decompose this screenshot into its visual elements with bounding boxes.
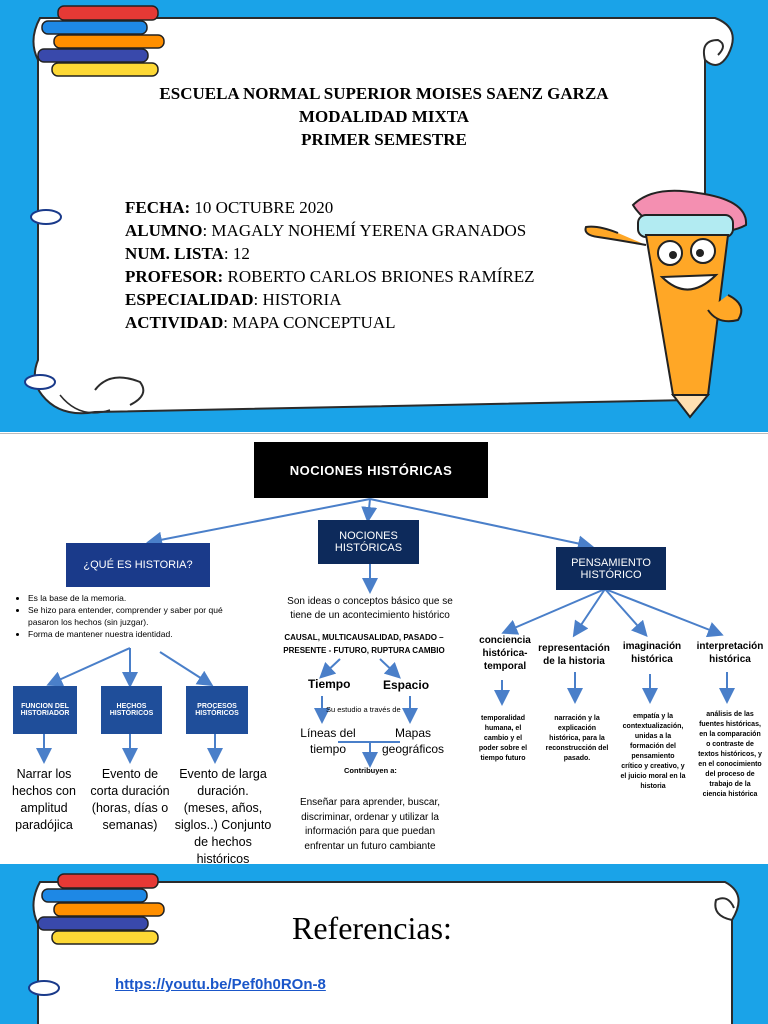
hechos-desc: Evento de corta duración (horas, días o … <box>90 767 170 832</box>
field-profesor: PROFESOR: ROBERTO CARLOS BRIONES RAMÍREZ <box>125 267 535 286</box>
node-que-es-historia: ¿QUÉ ES HISTORIA? <box>66 543 210 587</box>
nociones-desc: Son ideas o conceptos básico que se tien… <box>287 596 453 621</box>
references-slide: Referencias: https://youtu.be/Pef0h0ROn-… <box>0 864 768 1024</box>
books-icon <box>37 5 165 77</box>
node-nociones-historicas: NOCIONES HISTÓRICAS <box>318 520 419 564</box>
conciencia-desc: temporalidad humana, el cambio y el pode… <box>478 715 528 762</box>
bullet-item: Forma de mantener nuestra identidad. <box>28 628 254 640</box>
funcion-desc: Narrar los hechos con amplitud paradójic… <box>12 767 76 832</box>
reference-link[interactable]: https://youtu.be/Pef0h0ROn-8 <box>115 976 326 993</box>
study-through: Su estudio a través de <box>326 705 401 714</box>
procesos-desc: Evento de larga duración. (meses, años, … <box>174 767 272 864</box>
field-especialidad: ESPECIALIDAD: HISTORIA <box>125 290 342 309</box>
field-fecha: FECHA: 10 OCTUBRE 2020 <box>125 198 334 217</box>
tiempo-label: Tiempo <box>308 677 351 691</box>
modality: MODALIDAD MIXTA <box>298 107 470 126</box>
oval-icon <box>30 209 62 225</box>
mapas-geograficos: Mapas geográficos <box>381 726 445 756</box>
map-title: NOCIONES HISTÓRICAS <box>254 442 488 498</box>
scroll-paper <box>32 881 740 1024</box>
node-procesos-historicos: PROCESOS HISTÓRICOS <box>186 686 248 734</box>
node-hechos-historicos: HECHOS HISTÓRICOS <box>101 686 162 734</box>
map-connectors <box>36 498 735 768</box>
bullet-item: Es la base de la memoria. <box>28 592 254 604</box>
imaginacion-label: imaginación histórica <box>622 641 682 665</box>
node-funcion-historiador: FUNCION DEL HISTORIADOR <box>13 686 77 734</box>
concept-map-slide: NOCIONES HISTÓRICAS NOCIONES HISTÓRICAS … <box>0 433 768 864</box>
conciencia-historica-label: conciencia histórica-temporal <box>479 635 531 672</box>
semester: PRIMER SEMESTRE <box>301 130 467 149</box>
interpretacion-label: interpretación histórica <box>696 641 764 665</box>
oval-icon <box>24 374 56 390</box>
historia-bullets: Es la base de la memoria. Se hizo para e… <box>6 592 254 640</box>
books-icon <box>37 873 165 945</box>
nociones-types: CAUSAL, MULTICAUSALIDAD, PASADO – PRESEN… <box>283 633 445 655</box>
contribute-text: Enseñar para aprender, buscar, discrimin… <box>299 797 441 852</box>
cover-slide: ESCUELA NORMAL SUPERIOR MOISES SAENZ GAR… <box>0 0 768 432</box>
field-num-lista: NUM. LISTA: 12 <box>125 244 250 263</box>
contribuyen-label: Contribuyen a: <box>344 766 397 775</box>
interpretacion-desc: análisis de las fuentes históricas, en l… <box>698 711 762 798</box>
espacio-label: Espacio <box>383 678 430 692</box>
field-alumno: ALUMNO: MAGALY NOHEMÍ YERENA GRANADOS <box>125 221 527 240</box>
oval-icon <box>28 980 60 996</box>
node-pensamiento-historico: PENSAMIENTO HISTÓRICO <box>556 547 666 590</box>
representacion-desc: narración y la explicación histórica, pa… <box>545 715 609 762</box>
field-actividad: ACTIVIDAD: MAPA CONCEPTUAL <box>125 313 396 332</box>
references-title: Referencias: <box>292 910 452 946</box>
imaginacion-desc: empatía y la contextualización, unidas a… <box>620 713 686 790</box>
school-name: ESCUELA NORMAL SUPERIOR MOISES SAENZ GAR… <box>159 84 609 103</box>
bullet-item: Se hizo para entender, comprender y sabe… <box>28 604 254 628</box>
pencil-character-icon <box>584 189 748 419</box>
representacion-label: representación de la historia <box>538 643 610 667</box>
lineas-del-tiempo: Líneas del tiempo <box>300 726 356 756</box>
